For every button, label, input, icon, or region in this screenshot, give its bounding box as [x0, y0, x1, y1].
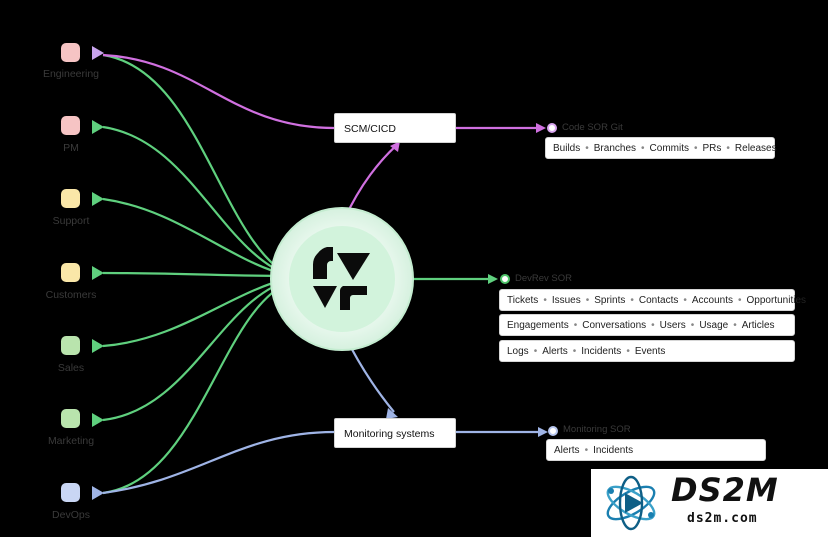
source-label-engineering: Engineering	[42, 68, 100, 80]
tag-separator: •	[573, 320, 578, 331]
flow-devops-monitoring	[102, 430, 335, 495]
flow-devops-hub	[102, 280, 291, 495]
devrev-sor-tag: Engagements	[507, 320, 569, 331]
tag-separator: •	[626, 346, 630, 357]
source-node-support	[61, 189, 80, 208]
flow-marketing-hub	[102, 278, 291, 422]
ds2m-logo-icon	[606, 475, 656, 531]
code-sor-tag: PRs	[702, 143, 722, 154]
tag-separator: •	[690, 320, 695, 331]
devrev-sor-tag: Tickets	[507, 295, 539, 306]
watermark-subtitle: ds2m.com	[687, 511, 758, 526]
code-sor-tag: Builds	[553, 143, 581, 154]
devrev-sor-tag: Accounts	[691, 295, 734, 306]
tag-separator: •	[733, 320, 737, 331]
devrev-logo-icon	[312, 247, 370, 310]
flow-customers-hub	[102, 271, 291, 278]
monitoring-sor-tag: Incidents	[593, 445, 634, 456]
source-node-marketing	[61, 409, 80, 428]
tag-separator: •	[738, 295, 742, 306]
arrowhead-code-sor	[536, 123, 546, 133]
source-node-customers	[61, 263, 80, 282]
source-label-customers: Customers	[45, 289, 97, 301]
tag-separator: •	[572, 346, 577, 357]
devrev-sor-tag: Usage	[699, 320, 729, 331]
source-label-pm: PM	[63, 142, 79, 154]
arrowhead-monitoring	[386, 408, 398, 419]
source-node-engineering	[61, 43, 80, 62]
source-label-marketing: Marketing	[47, 435, 95, 447]
code-sor-tag: Releases	[734, 143, 777, 154]
flow-support-hub	[102, 197, 291, 278]
monitoring-sor-title: Monitoring SOR	[563, 424, 631, 435]
devrev-sor-dot	[500, 274, 510, 284]
arrowhead-scm	[390, 141, 400, 152]
devrev-sor-tags-row-3: Logs • Alerts • Incidents • Events	[499, 340, 795, 362]
tag-separator: •	[651, 320, 655, 331]
tag-separator: •	[584, 445, 589, 456]
watermark: DS2M ds2m.com	[591, 469, 828, 537]
devrev-sor-tag: Contacts	[638, 295, 679, 306]
tag-separator: •	[533, 346, 538, 357]
monitoring-sor-dot	[548, 426, 558, 436]
tag-separator: •	[543, 295, 547, 306]
devrev-sor-tag: Conversations	[582, 320, 647, 331]
source-flows	[102, 53, 291, 495]
tag-separator: •	[683, 295, 687, 306]
monitoring-flows	[102, 335, 538, 495]
watermark-title: DS2M	[671, 471, 779, 509]
tag-separator: •	[585, 143, 589, 154]
devrev-sor-tag: Opportunities	[746, 295, 807, 306]
devrev-sor-tag: Incidents	[581, 346, 622, 357]
arrowhead-devrev	[488, 274, 498, 284]
source-label-devops: DevOps	[52, 509, 90, 521]
monitoring-sor-tag: Alerts	[554, 445, 580, 456]
monitoring-sor-tags: Alerts • Incidents	[546, 439, 766, 461]
devrev-sor-title: DevRev SOR	[515, 273, 573, 284]
hub-inner-circle	[289, 226, 395, 332]
code-sor-tags: Builds • Branches • Commits • PRs • Releases	[545, 137, 777, 159]
flow-sales-hub	[102, 276, 291, 348]
devrev-sor-tag: Logs	[507, 346, 529, 357]
devrev-sor-tag: Alerts	[542, 346, 568, 357]
tag-separator: •	[585, 295, 590, 306]
devrev-sor-tags-row-1: Tickets • Issues • Sprints • Contacts • Accounts…	[499, 289, 806, 311]
source-node-devops	[61, 483, 80, 502]
code-sor-dot	[547, 123, 557, 133]
tag-separator: •	[630, 295, 634, 306]
source-label-sales: Sales	[57, 362, 85, 374]
scm-flows	[102, 53, 536, 219]
source-label-support: Support	[52, 215, 90, 227]
devrev-sor-tag: Sprints	[594, 295, 626, 306]
source-arrowheads	[92, 46, 104, 500]
flow-engineering-hub	[102, 53, 291, 277]
devrev-sor-tag: Issues	[551, 295, 581, 306]
flow-pm-hub	[102, 125, 291, 278]
source-node-pm	[61, 116, 80, 135]
code-sor-tag: Branches	[593, 143, 637, 154]
flow-engineering-scm	[102, 53, 335, 130]
scm-cicd-box: SCM/CICD	[334, 113, 456, 143]
devrev-sor-tag: Events	[634, 346, 666, 357]
tag-separator: •	[693, 143, 698, 154]
flow-hub-scm	[343, 143, 399, 219]
devrev-sor-tag: Articles	[741, 320, 775, 331]
monitoring-systems-box: Monitoring systems	[334, 418, 456, 448]
arrowhead-monitoring-sor	[538, 427, 548, 437]
devrev-sor-tags-row-2: Engagements • Conversations • Users • Usage • Ar…	[499, 314, 795, 336]
tag-separator: •	[726, 143, 730, 154]
code-sor-tag: Commits	[649, 143, 689, 154]
code-sor-title: Code SOR Git	[562, 122, 623, 133]
source-node-sales	[61, 336, 80, 355]
tag-separator: •	[641, 143, 645, 154]
devrev-sor-tag: Users	[659, 320, 686, 331]
